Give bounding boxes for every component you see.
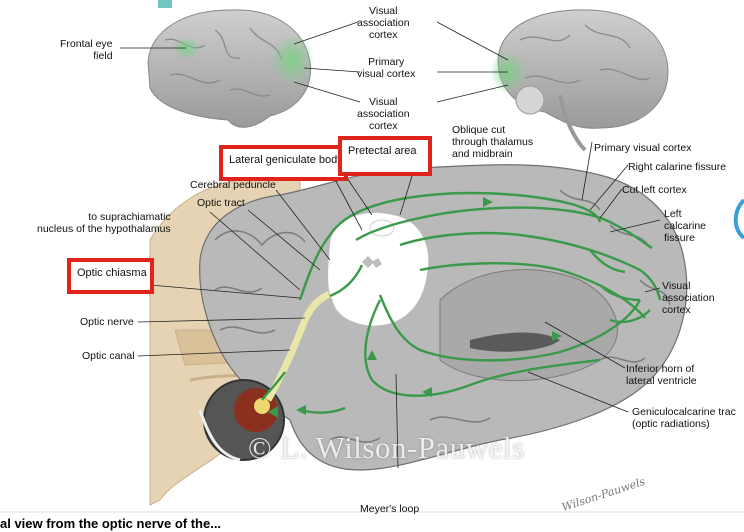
label-cut-left-cortex: Cut left cortex bbox=[622, 184, 687, 196]
pathway-arrows bbox=[268, 197, 562, 418]
label-optic-chiasma: Optic chiasma bbox=[77, 267, 147, 279]
caption-text: al view from the optic nerve of the... bbox=[0, 516, 222, 531]
label-meyers-loop: Meyer's loop bbox=[360, 503, 420, 515]
highlight-box-optic-chiasma: Optic chiasma bbox=[67, 258, 154, 294]
copyright-watermark: © L. Wilson-Pauwels bbox=[248, 430, 525, 465]
label-lateral-geniculate-body: Lateral geniculate body bbox=[229, 154, 343, 166]
highlight-box-pretectal: Pretectal area bbox=[338, 136, 432, 176]
label-right-calcarine-fissure: Right calarine fissure bbox=[628, 161, 727, 173]
label-cerebral-peduncle: Cerebral peduncle bbox=[190, 179, 276, 191]
label-optic-canal: Optic canal bbox=[82, 350, 135, 362]
highlight-box-lateral-geniculate: Lateral geniculate body bbox=[219, 145, 348, 181]
label-optic-nerve: Optic nerve bbox=[80, 316, 134, 328]
visual-pathway bbox=[261, 191, 662, 414]
label-primary-visual-cortex-right: Primary visual cortex bbox=[594, 142, 692, 154]
label-geniculocalcarine-tract: Geniculocalcarine trac(optic radiations) bbox=[632, 406, 736, 430]
leader-lines bbox=[120, 21, 661, 469]
main-brain-section bbox=[198, 164, 688, 471]
label-pretectal-area: Pretectal area bbox=[348, 145, 417, 157]
accent-bar bbox=[158, 0, 172, 8]
label-optic-tract: Optic tract bbox=[197, 197, 245, 209]
medial-brain-top-right bbox=[490, 9, 669, 152]
lateral-brain-top-left bbox=[147, 9, 314, 128]
